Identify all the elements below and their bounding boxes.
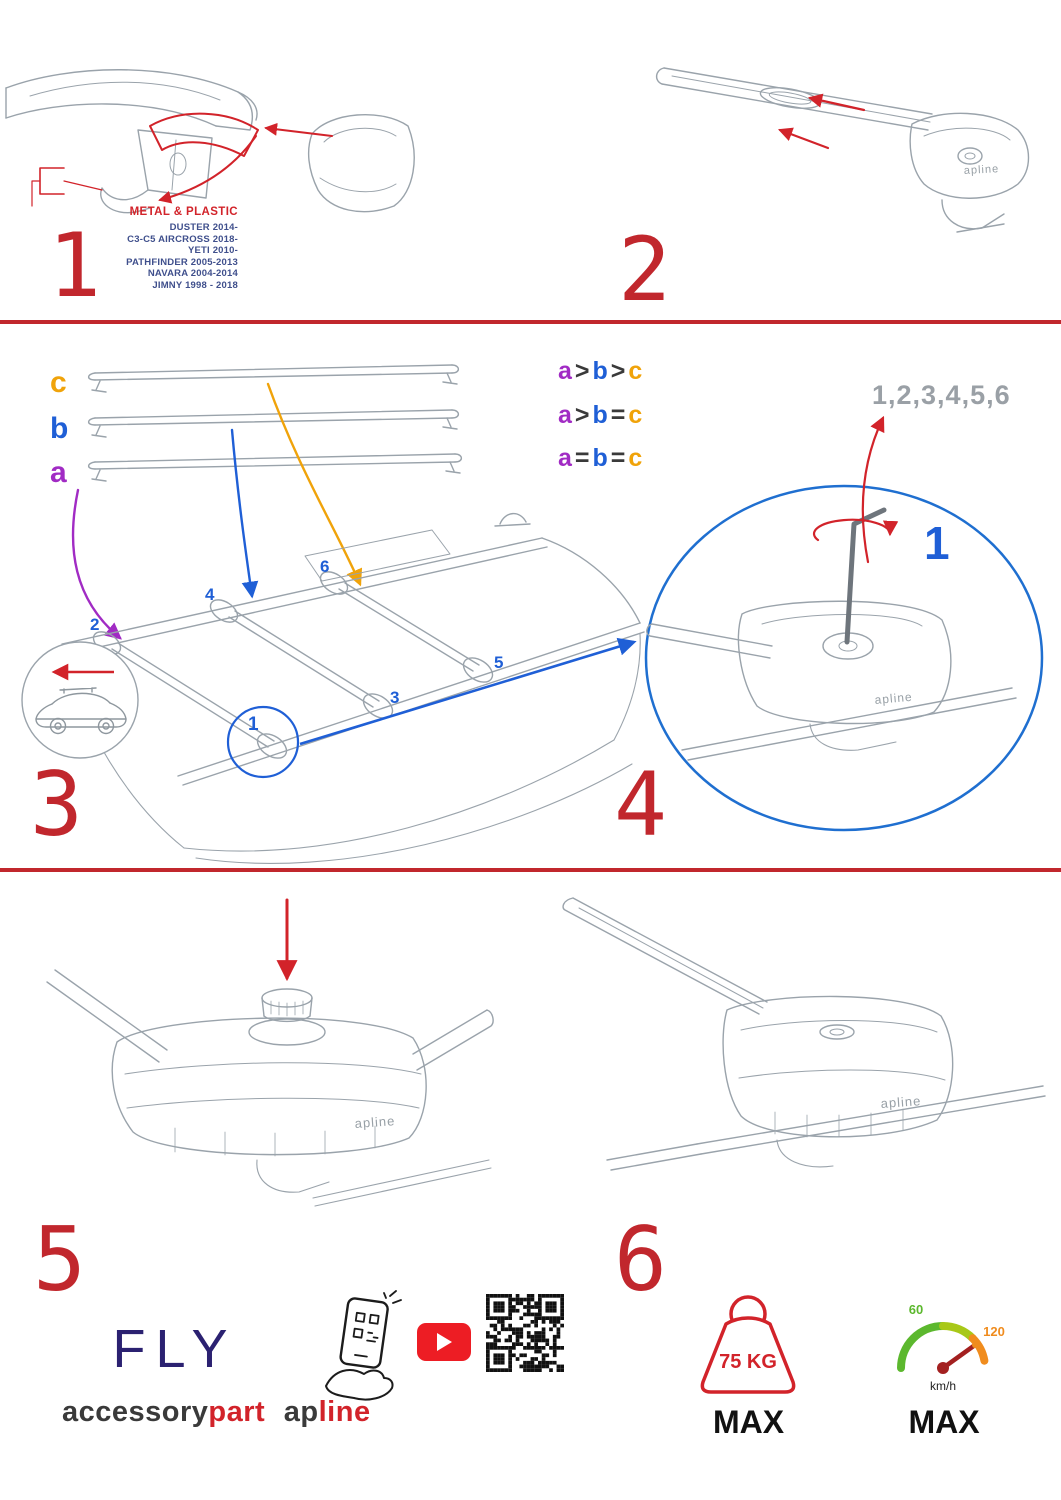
- step-1-number: 1: [48, 214, 101, 317]
- step-6-number: 6: [614, 1208, 667, 1311]
- speed-unit-label: km/h: [930, 1379, 956, 1393]
- position-6: 6: [320, 557, 329, 576]
- bar-label-c: c: [50, 366, 67, 399]
- speed-high-tick: 120: [983, 1324, 1005, 1339]
- position-1-highlight-circle: [226, 705, 300, 779]
- step3-illustration-roof-layout: c b a: [21, 364, 645, 864]
- sequence-start-number: 1: [924, 517, 950, 569]
- step1-red-callouts: [31, 112, 333, 207]
- step5-illustration-knob-press: apline: [46, 898, 494, 1207]
- step2-illustration-bar-slot: apline: [655, 67, 1030, 233]
- brand-wordmark: accessorypart apline: [62, 1396, 371, 1429]
- brand-on-part-step6: apline: [880, 1093, 922, 1111]
- step-5-number: 5: [33, 1208, 86, 1311]
- model-entry: PATHFINDER 2005-2013: [126, 256, 238, 268]
- model-entry: DUSTER 2014-: [169, 222, 238, 233]
- order-arrow: [861, 415, 885, 564]
- max-weight-icon: 75 KG: [700, 1295, 796, 1394]
- zoom-pointer-arrow: [299, 637, 637, 746]
- step1-illustration-crossbar-end-cover: [5, 69, 415, 214]
- model-entry: C3-C5 AIRCROSS 2018-: [127, 233, 238, 245]
- step6-illustration-mounted-foot: apline: [562, 897, 1046, 1171]
- weight-max-label: MAX: [712, 1404, 785, 1440]
- cmp2-c: c: [628, 401, 644, 429]
- product-name: FLY: [112, 1319, 238, 1379]
- guide-arrow-a: [71, 488, 122, 640]
- youtube-icon: [417, 1323, 471, 1361]
- cmp2-a: a: [558, 401, 573, 429]
- cmp2-op2: =: [610, 401, 627, 429]
- cmp1-op2: >: [610, 357, 627, 385]
- scan-phone-icon: [325, 1290, 402, 1401]
- model-entry: YETI 2010-: [187, 245, 238, 256]
- speed-low-tick: 60: [909, 1302, 923, 1317]
- cmp1-op1: >: [574, 357, 591, 385]
- cmp3-a: a: [558, 444, 573, 472]
- size-comparison-row-3: a=b=c: [558, 444, 643, 473]
- car-inset: [21, 641, 139, 759]
- cmp3-c: c: [628, 444, 644, 472]
- qr-code: [486, 1294, 564, 1372]
- model-entry: NAVARA 2004-2014: [147, 268, 238, 279]
- cmp3-b: b: [592, 444, 609, 472]
- cmp1-c: c: [628, 357, 644, 385]
- size-comparison-row-1: a>b>c: [558, 357, 643, 386]
- brand-accessory: accessory: [62, 1396, 209, 1428]
- brand-line: line: [318, 1396, 371, 1428]
- tightening-sequence: 1,2,3,4,5,6: [872, 380, 1011, 410]
- cmp2-b: b: [592, 401, 609, 429]
- zoom-circle: [644, 484, 1044, 832]
- position-1: 1: [248, 714, 259, 735]
- cmp1-a: a: [558, 357, 573, 385]
- material-label: METAL & PLASTIC: [129, 206, 238, 218]
- cmp2-op1: >: [574, 401, 591, 429]
- compatible-models-list: DUSTER 2014- C3-C5 AIRCROSS 2018- YETI 2…: [26, 222, 238, 291]
- brand-on-part-step4: apline: [874, 690, 913, 707]
- brand-part: part: [208, 1396, 266, 1428]
- allen-key: [844, 507, 887, 645]
- max-speed-gauge-icon: 60 120 km/h: [897, 1302, 1005, 1393]
- step-4-number: 4: [614, 753, 667, 856]
- position-5: 5: [494, 653, 503, 672]
- brand-on-part-step2: apline: [964, 163, 1000, 177]
- position-3: 3: [390, 688, 399, 707]
- bar-label-b: b: [50, 412, 68, 445]
- speed-max-label: MAX: [908, 1404, 980, 1440]
- cmp1-b: b: [592, 357, 609, 385]
- position-2: 2: [90, 615, 99, 634]
- cmp3-op1: =: [574, 444, 591, 472]
- weight-limit-value: 75 KG: [719, 1351, 777, 1373]
- section-divider-bottom: [0, 868, 1061, 872]
- size-comparison-row-2: a>b=c: [558, 401, 643, 430]
- youtube-play-triangle: [436, 1333, 452, 1351]
- brand-on-part-step5: apline: [354, 1113, 396, 1131]
- position-4: 4: [205, 585, 215, 604]
- step4-illustration-tighten-detail: apline: [644, 415, 1044, 832]
- model-entry: JIMNY 1998 - 2018: [152, 279, 238, 291]
- bar-label-a: a: [50, 456, 67, 489]
- step-2-number: 2: [618, 218, 671, 321]
- guide-arrow-c: [266, 382, 363, 587]
- step-3-number: 3: [30, 753, 83, 856]
- cmp3-op2: =: [610, 444, 627, 472]
- rotate-arrow: [812, 518, 899, 542]
- brand-ap: ap: [283, 1396, 319, 1428]
- guide-arrow-b: [230, 428, 259, 599]
- section-divider-top: [0, 320, 1061, 324]
- gauge-needle: [940, 1342, 978, 1371]
